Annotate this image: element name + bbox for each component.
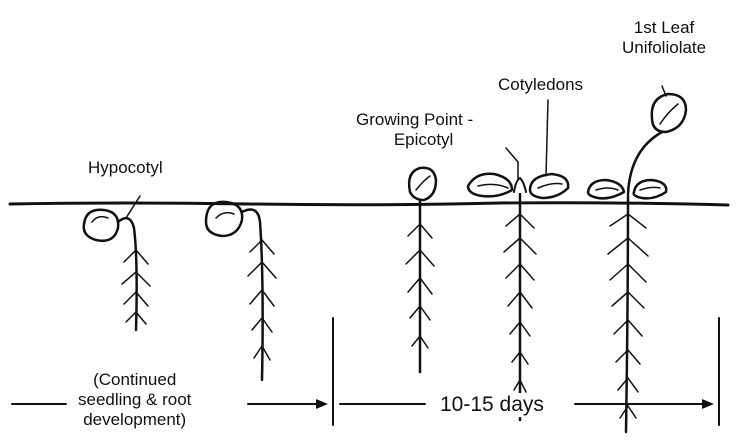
seedling-2-hook — [206, 202, 276, 380]
label-growing-point: Growing Point - Epicotyl — [356, 110, 473, 150]
soil-line — [10, 203, 728, 205]
label-first-leaf: 1st Leaf Unifoliolate — [622, 18, 706, 58]
label-growing-point-line1: Growing Point - — [356, 110, 473, 130]
label-first-leaf-line1: 1st Leaf — [622, 18, 706, 38]
label-first-leaf-line2: Unifoliolate — [622, 38, 706, 58]
seedling-4-cotyledons — [468, 100, 568, 420]
seedling-5-unifoliolate — [588, 86, 686, 432]
label-continued-line3: development) — [78, 410, 191, 430]
label-cotyledons: Cotyledons — [498, 75, 583, 95]
label-continued-line1: (Continued — [78, 370, 191, 390]
label-hypocotyl: Hypocotyl — [88, 158, 163, 178]
seedling-3-emerged — [406, 168, 436, 372]
label-growing-point-line2: Epicotyl — [356, 130, 473, 150]
label-continued-line2: seedling & root — [78, 390, 191, 410]
seedling-1-hook — [84, 196, 150, 330]
label-duration: 10-15 days — [436, 393, 548, 417]
label-continued-development: (Continued seedling & root development) — [78, 370, 191, 430]
